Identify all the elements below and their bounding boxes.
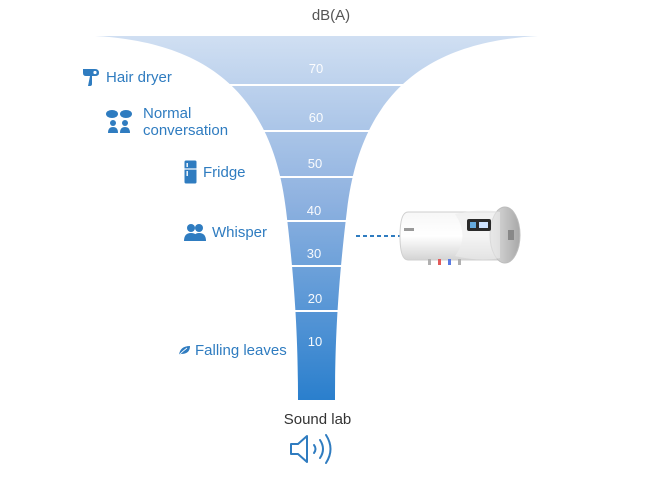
ref-whisper: Whisper	[184, 223, 267, 241]
funnel-shape	[95, 36, 538, 400]
ref-normal-conversation: Normal conversation	[105, 105, 228, 139]
level-label-40: 40	[306, 203, 322, 218]
level-label-60: 60	[308, 110, 324, 125]
ref-normal-conversation-line2: conversation	[143, 122, 229, 139]
ref-fridge-label: Fridge	[203, 163, 246, 181]
water-heater-image	[399, 206, 521, 265]
ref-whisper-label: Whisper	[212, 223, 268, 241]
ref-falling-leaves-label: Falling leaves	[195, 342, 287, 359]
level-dividers	[195, 84, 437, 312]
ref-hair-dryer: Hair dryer	[82, 67, 172, 87]
whisper-icon	[184, 223, 206, 241]
speaker-icon	[290, 434, 332, 464]
leaf-icon	[178, 345, 191, 356]
level-label-70: 70	[308, 61, 324, 76]
level-label-30: 30	[306, 246, 322, 261]
ref-normal-conversation-line1: Normal	[143, 105, 192, 122]
conversation-icon	[105, 109, 135, 133]
ref-hair-dryer-label: Hair dryer	[106, 68, 172, 86]
ref-normal-conversation-text: Normal conversation	[143, 105, 228, 139]
level-label-10: 10	[307, 334, 323, 349]
level-label-20: 20	[307, 291, 323, 306]
ref-falling-leaves: Falling leaves	[178, 342, 287, 359]
hair-dryer-icon	[82, 67, 100, 87]
fridge-icon	[184, 160, 197, 184]
footer-label: Sound lab	[283, 411, 352, 428]
ref-fridge: Fridge	[184, 160, 246, 184]
unit-title: dB(A)	[311, 7, 351, 24]
level-label-50: 50	[307, 156, 323, 171]
